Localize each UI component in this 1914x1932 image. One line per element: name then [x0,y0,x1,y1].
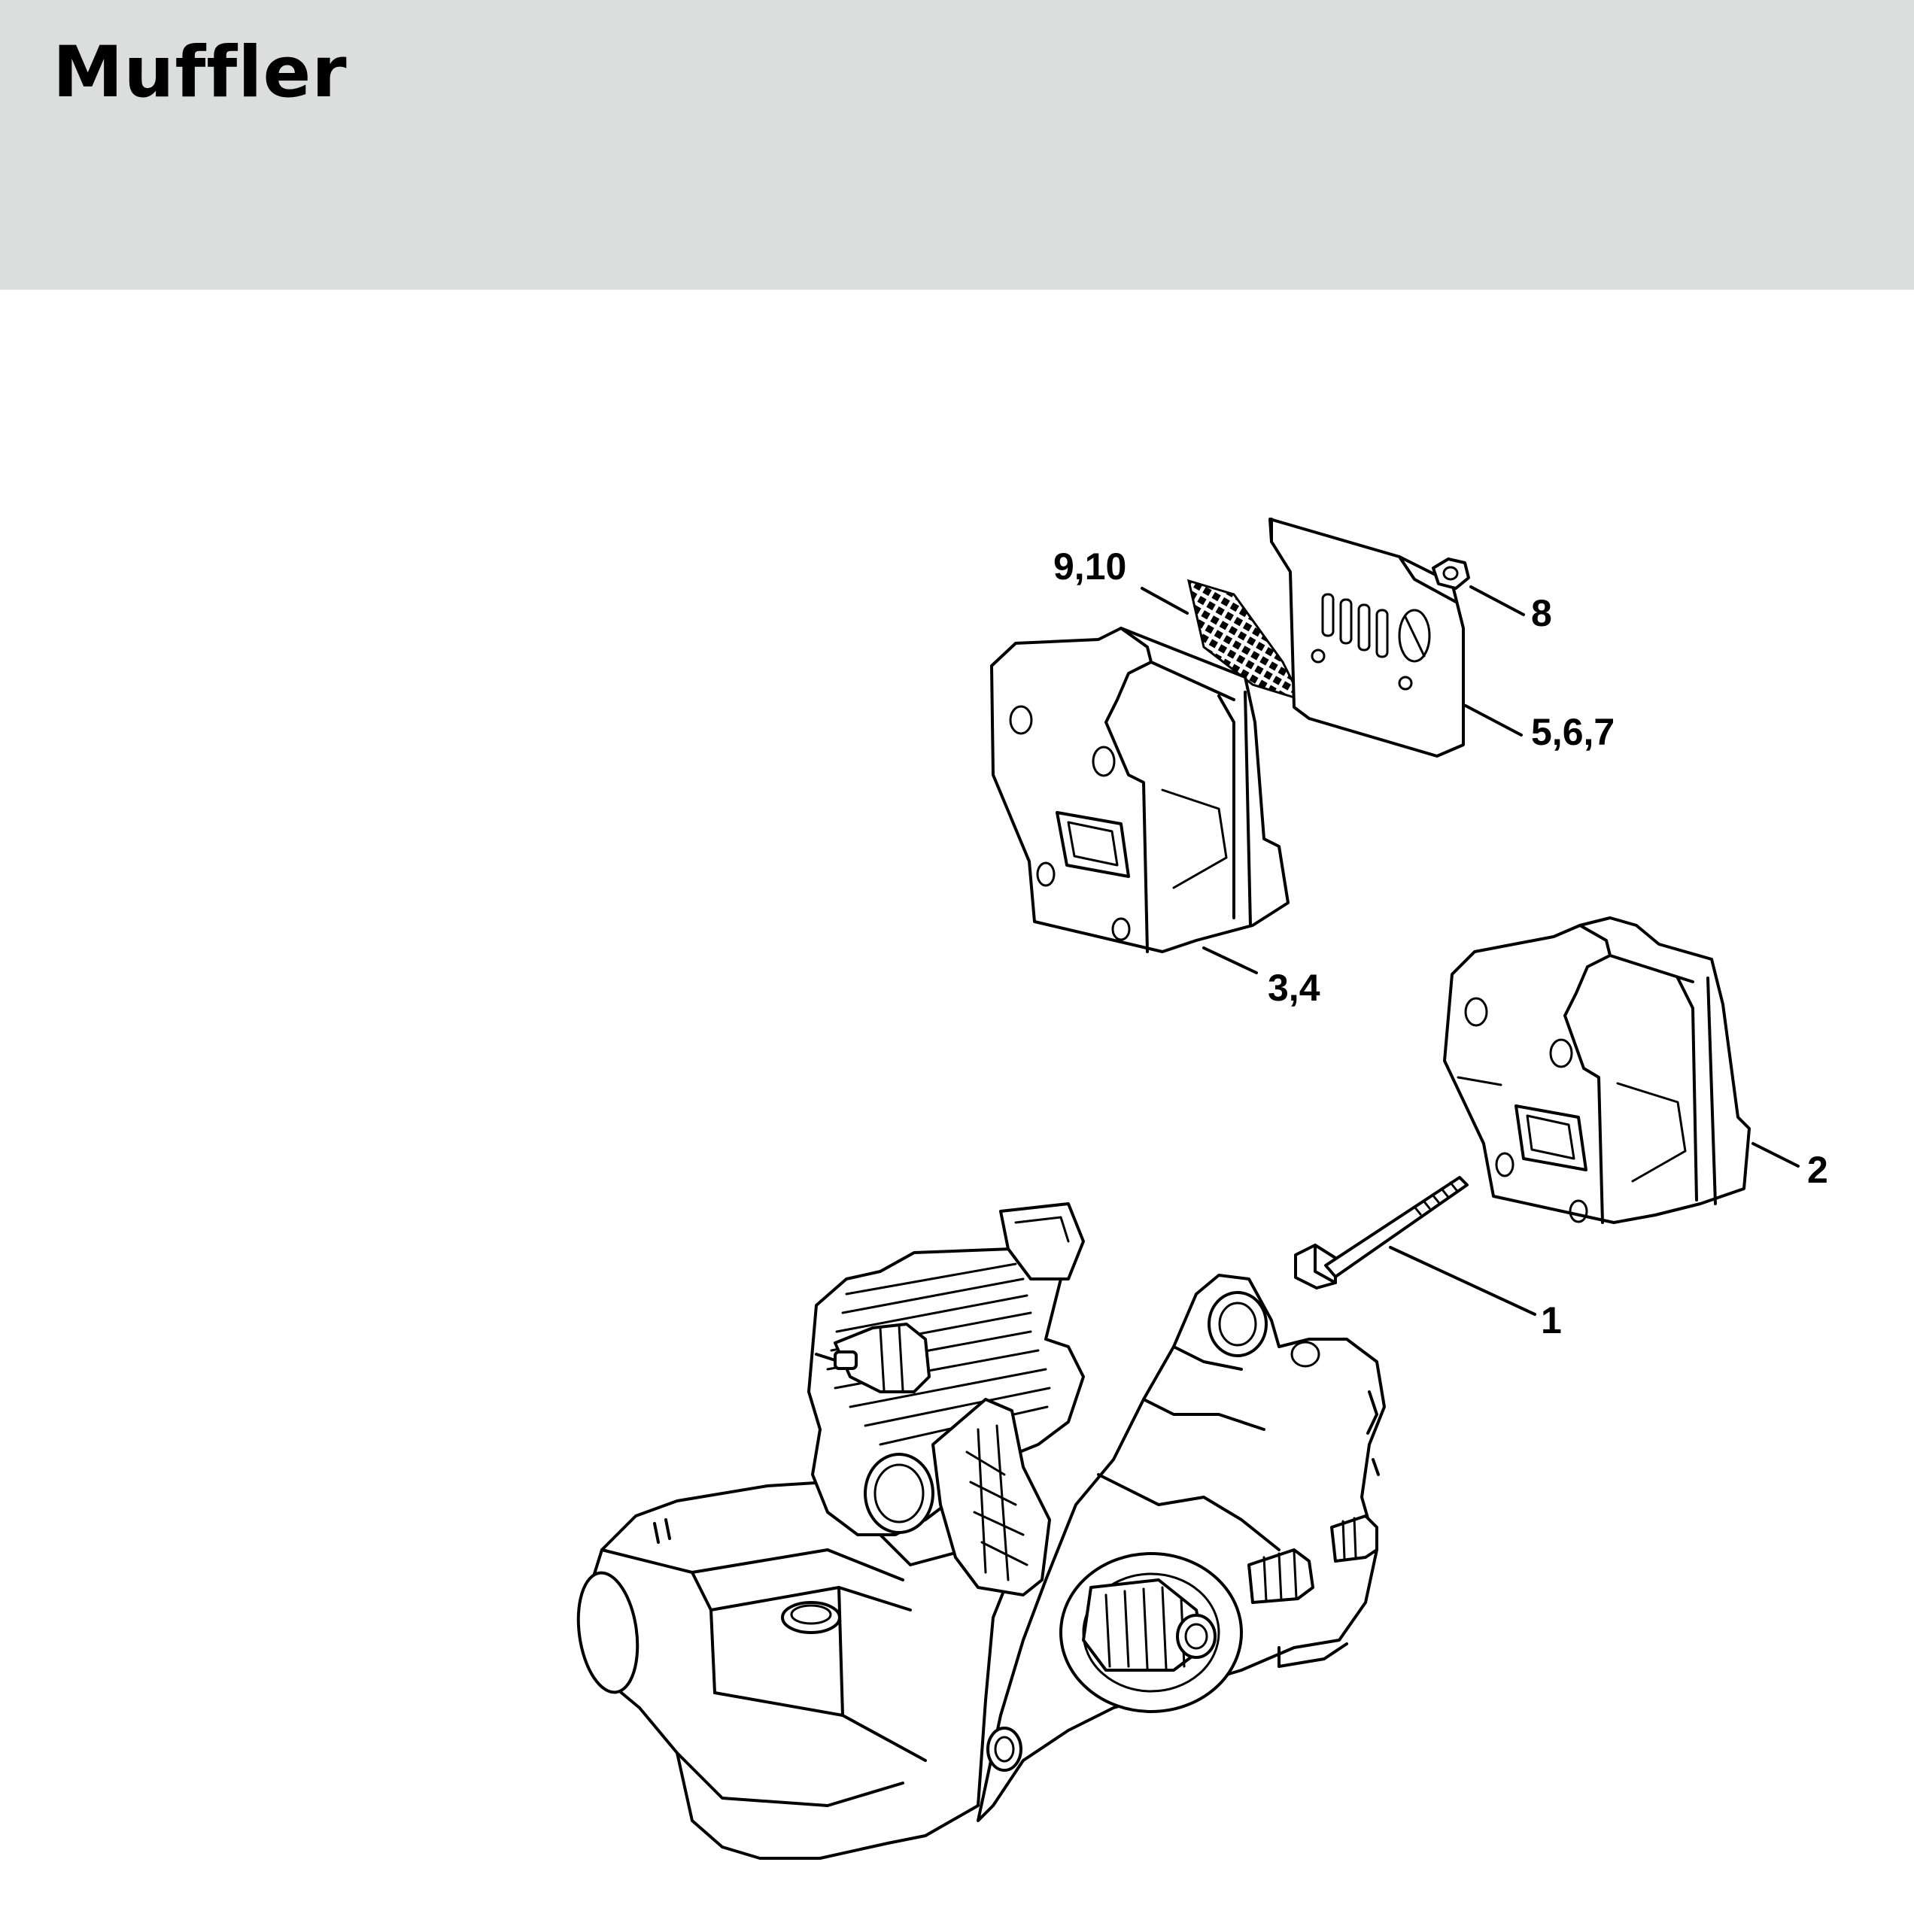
header-bar: Muffler [0,0,1914,290]
muffler-cover-plate[interactable] [1268,518,1465,758]
callout-label-3-4: 3,4 [1268,967,1320,1009]
callout-label-5-6-7: 5,6,7 [1531,711,1615,753]
callout-label-8: 8 [1531,592,1552,634]
callout-leaders [1141,585,1800,1316]
muffler-lower[interactable] [1443,916,1751,1224]
hex-nut[interactable] [1432,557,1470,590]
page-title: Muffler [53,32,348,114]
callout-label-1: 1 [1541,1299,1562,1341]
muffler-upper[interactable] [990,627,1290,953]
exploded-parts-diagram: 9,10 8 5,6,7 3,4 2 1 [576,518,1828,1860]
callout-label-9-10: 9,10 [1053,545,1126,588]
mounting-screw[interactable] [1294,1176,1469,1290]
callout-label-2: 2 [1807,1149,1828,1191]
engine-crankcase-assembly [576,1202,1386,1860]
